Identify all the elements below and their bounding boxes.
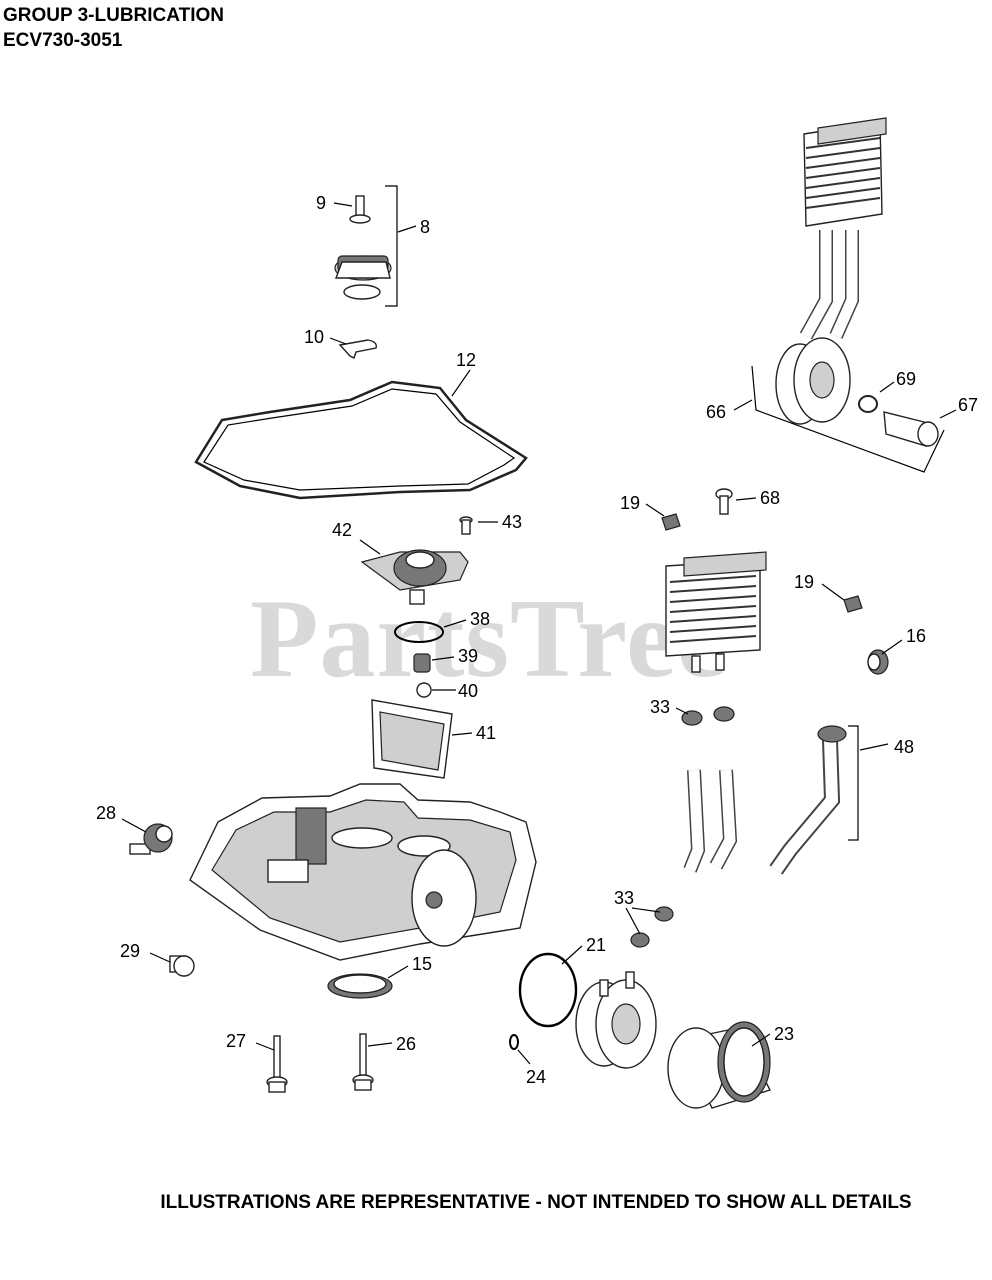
oil-cooler[interactable] [665, 551, 767, 673]
callout-23[interactable]: 23 [774, 1024, 794, 1044]
callout-42[interactable]: 42 [332, 520, 352, 540]
callout-21[interactable]: 21 [586, 935, 606, 955]
callout-28[interactable]: 28 [96, 803, 116, 823]
hose-pair[interactable] [683, 769, 738, 873]
callout-41[interactable]: 41 [476, 723, 496, 743]
part-41-screen[interactable] [371, 699, 453, 779]
part-28-oil-pressure-switch[interactable] [129, 823, 173, 855]
part-66-oil-cooler-kit[interactable] [751, 117, 945, 473]
callout-8[interactable]: 8 [420, 217, 430, 237]
callout-43[interactable]: 43 [502, 512, 522, 532]
callout-69[interactable]: 69 [896, 369, 916, 389]
diagram-title: GROUP 3-LUBRICATION [3, 5, 224, 26]
part-67-fitting[interactable] [883, 411, 939, 447]
callout-26[interactable]: 26 [396, 1034, 416, 1054]
callout-19-right[interactable]: 19 [794, 572, 814, 592]
leader-lines [121, 202, 957, 1065]
callout-67[interactable]: 67 [958, 395, 978, 415]
callout-68[interactable]: 68 [760, 488, 780, 508]
callout-66[interactable]: 66 [706, 402, 726, 422]
part-19-clip-left[interactable] [661, 513, 681, 531]
part-40-ball[interactable] [416, 682, 432, 698]
callout-12[interactable]: 12 [456, 350, 476, 370]
callout-33-lower[interactable]: 33 [614, 888, 634, 908]
oil-filter-adapter[interactable] [575, 971, 657, 1069]
part-33-clamps-lower[interactable] [630, 906, 674, 948]
part-27-bolt[interactable] [266, 1035, 288, 1093]
part-69-washer[interactable] [858, 395, 878, 413]
callout-40[interactable]: 40 [458, 681, 478, 701]
part-38-o-ring[interactable] [394, 621, 444, 643]
part-10-bracket[interactable] [338, 339, 378, 359]
callout-labels: 9 8 10 12 42 43 38 39 40 41 28 29 15 27 … [96, 193, 978, 1087]
part-68-screw[interactable] [715, 488, 733, 515]
callout-48[interactable]: 48 [894, 737, 914, 757]
callout-39[interactable]: 39 [458, 646, 478, 666]
callout-16[interactable]: 16 [906, 626, 926, 646]
part-23-oil-filter[interactable] [667, 1021, 772, 1109]
callout-19-left[interactable]: 19 [620, 493, 640, 513]
part-16-spacer[interactable] [867, 649, 889, 675]
part-33-clamps-upper[interactable] [681, 706, 735, 726]
part-19-clip-right[interactable] [843, 595, 863, 613]
callout-29[interactable]: 29 [120, 941, 140, 961]
part-24-o-ring[interactable] [509, 1034, 519, 1050]
callout-24[interactable]: 24 [526, 1067, 546, 1087]
part-15-oil-seal[interactable] [327, 973, 393, 999]
callout-27[interactable]: 27 [226, 1031, 246, 1051]
callout-9[interactable]: 9 [316, 193, 326, 213]
disclaimer-footer: ILLUSTRATIONS ARE REPRESENTATIVE - NOT I… [160, 1192, 912, 1213]
part-8-gear-assembly[interactable] [334, 185, 398, 307]
part-21-o-ring[interactable] [518, 952, 578, 1028]
part-48-hose[interactable] [769, 725, 859, 875]
part-29-drain-plug[interactable] [169, 955, 195, 977]
callout-38[interactable]: 38 [470, 609, 490, 629]
model-number: ECV730-3051 [3, 30, 123, 51]
callout-10[interactable]: 10 [304, 327, 324, 347]
callout-15[interactable]: 15 [412, 954, 432, 974]
callout-33-upper[interactable]: 33 [650, 697, 670, 717]
part-26-bolt[interactable] [352, 1033, 374, 1091]
part-39-spring[interactable] [413, 653, 431, 673]
watermark: PartsTree [250, 577, 728, 701]
part-43-screw[interactable] [459, 516, 473, 535]
part-12-gasket[interactable] [194, 380, 528, 500]
oil-pan[interactable] [189, 783, 537, 961]
part-42-oil-pump[interactable] [360, 549, 469, 605]
